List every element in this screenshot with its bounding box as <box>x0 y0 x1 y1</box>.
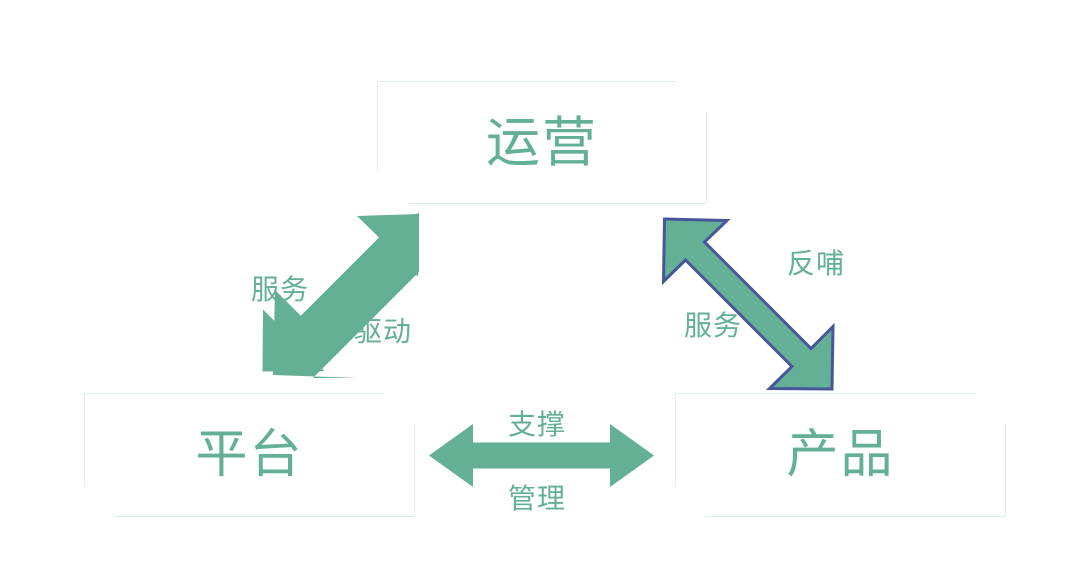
node-operations[interactable]: 运营 <box>378 82 706 203</box>
edge-label-platform-product-support: 支撑 <box>508 409 567 440</box>
edge-label-operations-product-service: 服务 <box>684 310 743 341</box>
node-product[interactable]: 产品 <box>676 394 1005 516</box>
node-product-label: 产品 <box>786 426 895 484</box>
arrow-operations-product <box>661 217 835 391</box>
node-platform-label: 平台 <box>195 426 304 484</box>
edge-label-platform-operations-drive: 驱动 <box>354 316 413 347</box>
edge-label-platform-operations-service: 服务 <box>251 274 310 305</box>
edge-label-operations-product-feedback: 反哺 <box>787 248 846 279</box>
edge-label-platform-product-manage: 管理 <box>508 483 567 514</box>
node-operations-label: 运营 <box>486 112 598 173</box>
node-platform[interactable]: 平台 <box>85 394 414 516</box>
